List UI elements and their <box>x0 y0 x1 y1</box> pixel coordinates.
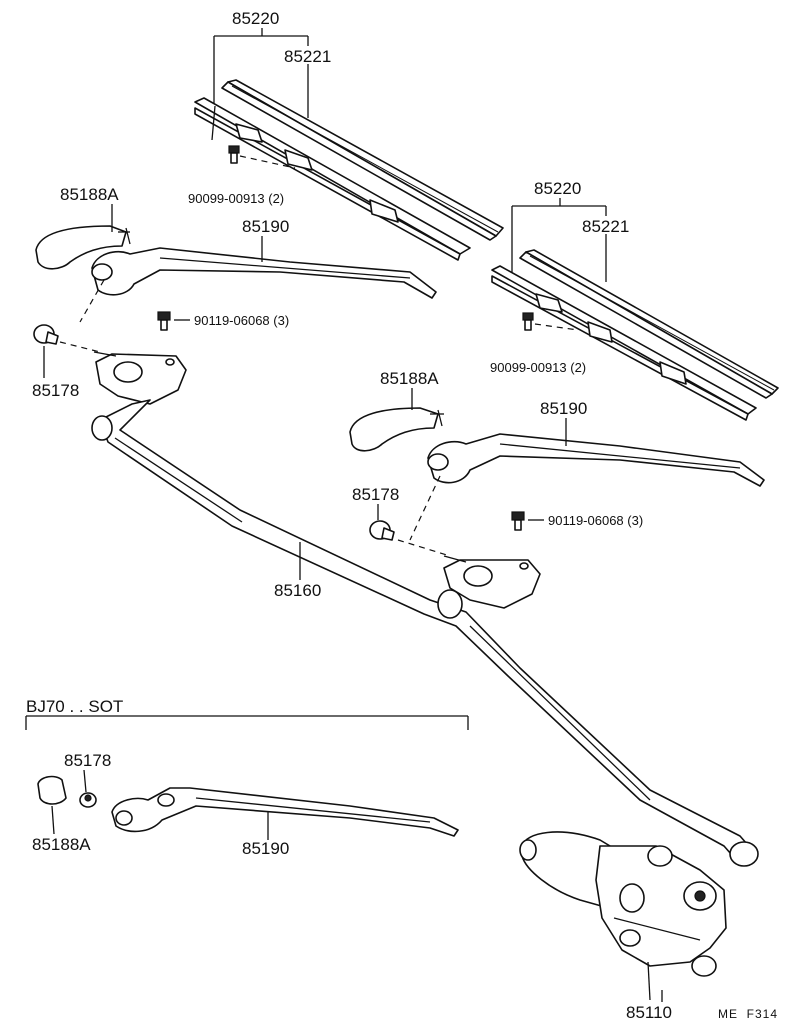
pivot-cap-left <box>33 279 105 353</box>
callout-85188A-variant: 85188A <box>32 835 91 854</box>
callout-85220-right: 85220 <box>534 179 581 198</box>
callout-85221-right: 85221 <box>582 217 629 236</box>
callout-85190-variant: 85190 <box>242 839 289 858</box>
screw-right <box>522 312 579 331</box>
wiper-arm-top <box>91 247 437 299</box>
callout-85178-variant: 85178 <box>64 751 111 770</box>
wiper-motor <box>519 831 727 1002</box>
arm-cap-mid <box>349 407 444 452</box>
bolt-left <box>157 311 190 331</box>
wiper-blade-left <box>194 79 504 261</box>
figure-reference: ME F314 <box>718 1007 778 1021</box>
pivot-cap-mid <box>369 475 451 557</box>
callout-85220-top: 85220 <box>232 9 279 28</box>
pivot-bracket-right <box>443 555 541 609</box>
callout-85190-top: 85190 <box>242 217 289 236</box>
callout-85110: 85110 <box>626 1003 672 1022</box>
callout-90119-right: 90119-06068 (3) <box>548 513 643 528</box>
pivot-bracket-left <box>93 351 187 405</box>
variant-arm <box>111 787 459 837</box>
callout-90099-right: 90099-00913 (2) <box>490 360 586 375</box>
linkage-rod <box>91 399 759 867</box>
leader-lines <box>43 28 651 1001</box>
callout-85160: 85160 <box>274 581 321 600</box>
variant-note: BJ70 . . SOT <box>26 697 123 716</box>
callout-90119-left: 90119-06068 (3) <box>194 313 289 328</box>
callout-85178-left: 85178 <box>32 381 79 400</box>
screw-top <box>228 145 296 169</box>
callout-85221-top: 85221 <box>284 47 331 66</box>
callout-90099-top: 90099-00913 (2) <box>188 191 284 206</box>
callout-85188A-mid: 85188A <box>380 369 439 388</box>
variant-cap <box>37 775 97 808</box>
callout-85178-mid: 85178 <box>352 485 399 504</box>
arm-cap-top <box>35 225 131 270</box>
callout-85190-mid: 85190 <box>540 399 587 418</box>
wiper-arm-mid <box>427 433 765 487</box>
callout-85188A-top: 85188A <box>60 185 119 204</box>
variant-bracket <box>25 715 469 730</box>
wiper-blade-right <box>491 249 779 421</box>
bolt-right <box>511 511 544 531</box>
